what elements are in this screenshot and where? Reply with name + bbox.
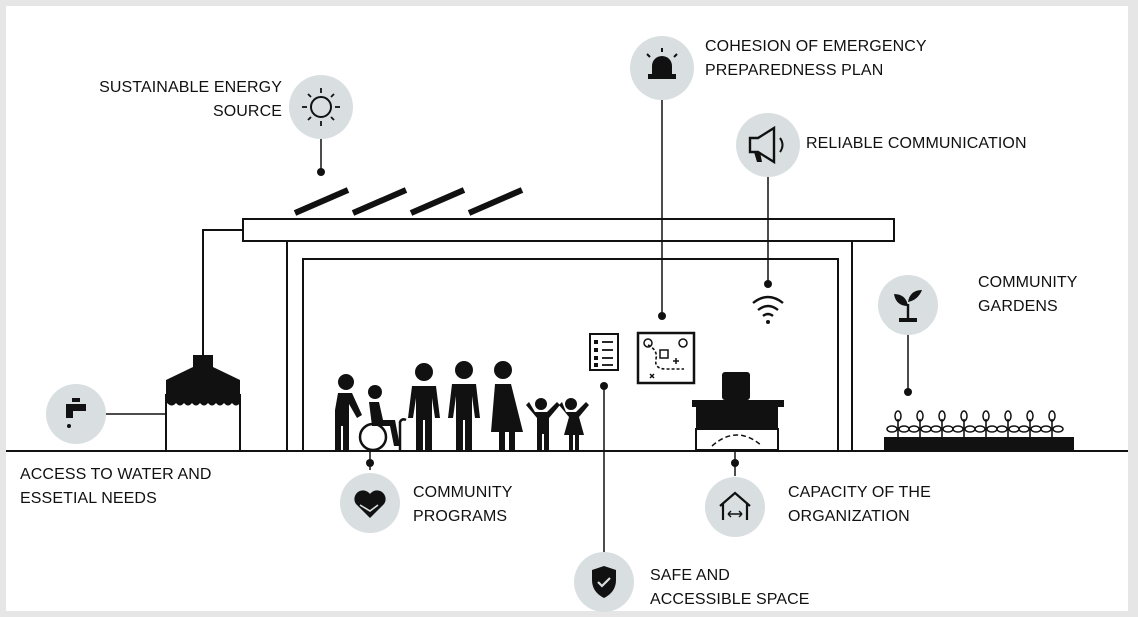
safe-label-line2: ACCESSIBLE SPACE (650, 591, 810, 608)
water-pipe (202, 229, 243, 375)
safe-label-line1: SAFE AND (650, 567, 730, 584)
capacity-label-line1: CAPACITY OF THE (788, 484, 931, 501)
water-label-line1: ACCESS TO WATER AND (20, 466, 212, 483)
interior-room (302, 258, 839, 451)
communication-label: RELIABLE COMMUNICATION (806, 132, 1027, 156)
gardens-label-line2: GARDENS (978, 298, 1058, 315)
energy-label-line2: SOURCE (212, 103, 282, 120)
communication-label-line1: RELIABLE COMMUNICATION (806, 135, 1027, 152)
solar-panels (293, 187, 524, 216)
safe-label: SAFE AND ACCESSIBLE SPACE (650, 564, 810, 612)
roof-slab (242, 218, 895, 242)
gardens-label-line1: COMMUNITY (978, 274, 1078, 291)
people-group (335, 361, 589, 452)
megaphone-icon (736, 113, 800, 177)
wifi-icon (752, 295, 784, 324)
diagram-canvas (6, 6, 1128, 611)
faucet-icon (46, 384, 106, 444)
programs-label-line2: PROGRAMS (413, 508, 508, 525)
evacuation-map-icon (636, 331, 696, 385)
capacity-label: CAPACITY OF THE ORGANIZATION (788, 481, 931, 529)
heart-hands-icon (340, 473, 400, 533)
programs-label: COMMUNITY PROGRAMS (413, 481, 513, 529)
shield-check-icon (574, 552, 634, 612)
emergency-label: COHESION OF EMERGENCY PREPAREDNESS PLAN (705, 35, 927, 83)
emergency-label-line1: COHESION OF EMERGENCY (705, 38, 927, 55)
checklist-icon (589, 333, 619, 371)
water-tank (165, 355, 241, 452)
gardens-label: COMMUNITY GARDENS (978, 271, 1078, 319)
capacity-label-line2: ORGANIZATION (788, 508, 910, 525)
sprout-icon (878, 275, 938, 335)
siren-icon (630, 36, 694, 100)
energy-label-line1: SUSTAINABLE ENERGY (99, 79, 282, 96)
energy-label: SUSTAINABLE ENERGY SOURCE (48, 76, 282, 124)
water-label-line2: ESSETIAL NEEDS (20, 490, 157, 507)
programs-label-line1: COMMUNITY (413, 484, 513, 501)
garden-plants (884, 410, 1074, 451)
sun-icon (289, 75, 353, 139)
water-label: ACCESS TO WATER AND ESSETIAL NEEDS (20, 463, 212, 511)
house-arrows-icon (705, 477, 765, 537)
emergency-label-line2: PREPAREDNESS PLAN (705, 62, 884, 79)
reception-desk (692, 372, 784, 451)
